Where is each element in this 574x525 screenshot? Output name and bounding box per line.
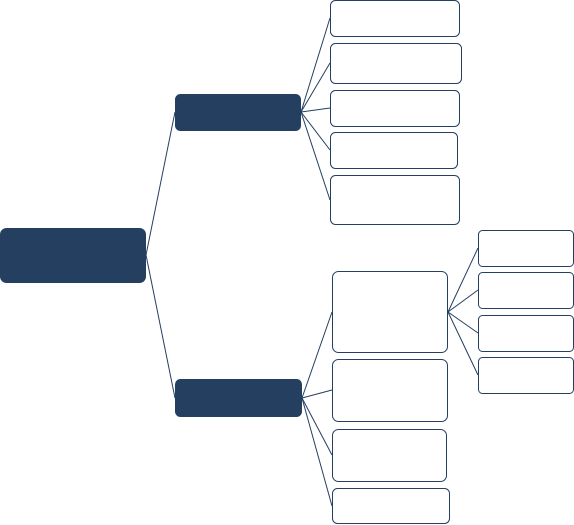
sub-child-node [478,230,574,267]
connector-root-to-branch-top [145,111,176,256]
child-node [330,0,460,37]
child-node [332,429,447,482]
connectors-root [145,111,176,399]
connector-branch-bottom-to-child-1 [301,311,333,399]
connector-sub-1 [447,247,479,313]
branch-node-top [175,94,301,131]
connectors-branch-top [300,17,331,201]
connector-branch-top-to-child-1 [300,17,331,113]
connector-sub-2 [447,289,479,313]
sub-child-node [478,357,574,394]
connectors-sub [447,247,479,376]
sub-child-node [478,315,574,352]
child-node [332,359,448,422]
connector-sub-4 [447,311,479,376]
child-node [330,90,460,127]
connector-branch-top-to-child-5 [300,111,331,201]
child-node [332,488,450,524]
child-node [330,175,460,225]
connector-branch-bottom-to-child-2 [301,389,333,399]
root-node [0,228,146,283]
connector-sub-3 [447,311,479,334]
connector-branch-bottom-to-child-4 [301,397,333,507]
connector-branch-top-to-child-3 [300,107,331,113]
child-node [330,43,462,84]
branch-node-bottom [175,379,302,417]
child-node [332,271,448,353]
connector-branch-bottom-to-child-3 [301,397,333,456]
sub-child-node [478,272,574,309]
connector-branch-top-to-child-2 [300,62,331,113]
connector-root-to-branch-bottom [145,254,176,399]
connectors-branch-bottom [301,311,333,507]
child-node [330,132,458,169]
connector-branch-top-to-child-4 [300,111,331,151]
